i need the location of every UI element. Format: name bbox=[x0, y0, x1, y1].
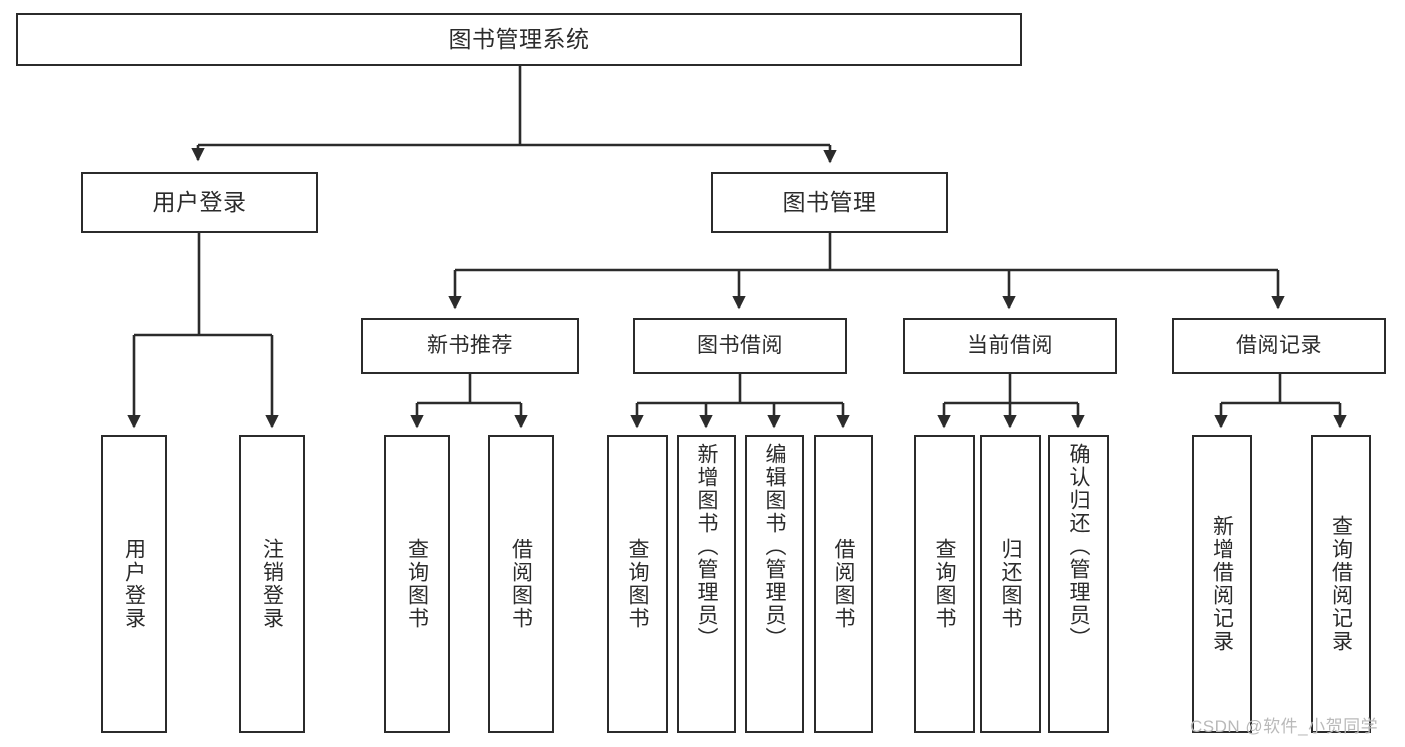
csdn-watermark: CSDN @软件_小贺同学 bbox=[1190, 717, 1379, 736]
node-book-borrow[interactable]: 图书借阅 bbox=[633, 318, 847, 374]
node-label: 新增借阅记录 bbox=[1210, 515, 1234, 653]
leaf-new-book-query[interactable]: 查询图书 bbox=[384, 435, 450, 733]
node-label: 注销登录 bbox=[260, 538, 284, 630]
leaf-book-borrow-borrow[interactable]: 借阅图书 bbox=[814, 435, 873, 733]
node-label: 查询借阅记录 bbox=[1329, 515, 1353, 653]
node-label: 归还图书 bbox=[999, 538, 1022, 630]
node-label: 确认归还（管理员） bbox=[1067, 443, 1090, 650]
node-label: 查询图书 bbox=[405, 538, 429, 630]
leaf-current-borrow-return[interactable]: 归还图书 bbox=[980, 435, 1041, 733]
node-label: 查询图书 bbox=[626, 538, 649, 630]
node-label: 图书管理 bbox=[782, 188, 877, 215]
node-label: 新书推荐 bbox=[427, 333, 513, 357]
node-label: 当前借阅 bbox=[967, 333, 1053, 357]
leaf-borrow-record-add[interactable]: 新增借阅记录 bbox=[1192, 435, 1252, 733]
leaf-user-login-logout[interactable]: 注销登录 bbox=[239, 435, 305, 733]
node-label: 新增图书（管理员） bbox=[695, 443, 718, 650]
node-label: 借阅图书 bbox=[509, 538, 533, 630]
leaf-user-login-login[interactable]: 用户登录 bbox=[101, 435, 167, 733]
leaf-book-borrow-add[interactable]: 新增图书（管理员） bbox=[677, 435, 736, 733]
node-label: 借阅图书 bbox=[832, 538, 855, 630]
node-current-borrow[interactable]: 当前借阅 bbox=[903, 318, 1117, 374]
node-new-book-recommend[interactable]: 新书推荐 bbox=[361, 318, 579, 374]
leaf-borrow-record-query[interactable]: 查询借阅记录 bbox=[1311, 435, 1371, 733]
node-root-system[interactable]: 图书管理系统 bbox=[16, 13, 1022, 66]
node-label: 借阅记录 bbox=[1236, 333, 1322, 357]
node-label: 图书管理系统 bbox=[448, 25, 590, 52]
node-label: 用户登录 bbox=[122, 538, 146, 630]
leaf-current-borrow-confirm-return[interactable]: 确认归还（管理员） bbox=[1048, 435, 1109, 733]
node-label: 图书借阅 bbox=[697, 333, 783, 357]
leaf-new-book-borrow[interactable]: 借阅图书 bbox=[488, 435, 554, 733]
node-user-login[interactable]: 用户登录 bbox=[81, 172, 318, 233]
leaf-current-borrow-query[interactable]: 查询图书 bbox=[914, 435, 975, 733]
node-book-management[interactable]: 图书管理 bbox=[711, 172, 948, 233]
leaf-book-borrow-query[interactable]: 查询图书 bbox=[607, 435, 668, 733]
node-label: 编辑图书（管理员） bbox=[763, 443, 786, 650]
node-label: 查询图书 bbox=[933, 538, 956, 630]
node-borrow-record[interactable]: 借阅记录 bbox=[1172, 318, 1386, 374]
node-label: 用户登录 bbox=[152, 188, 247, 215]
leaf-book-borrow-edit[interactable]: 编辑图书（管理员） bbox=[745, 435, 804, 733]
